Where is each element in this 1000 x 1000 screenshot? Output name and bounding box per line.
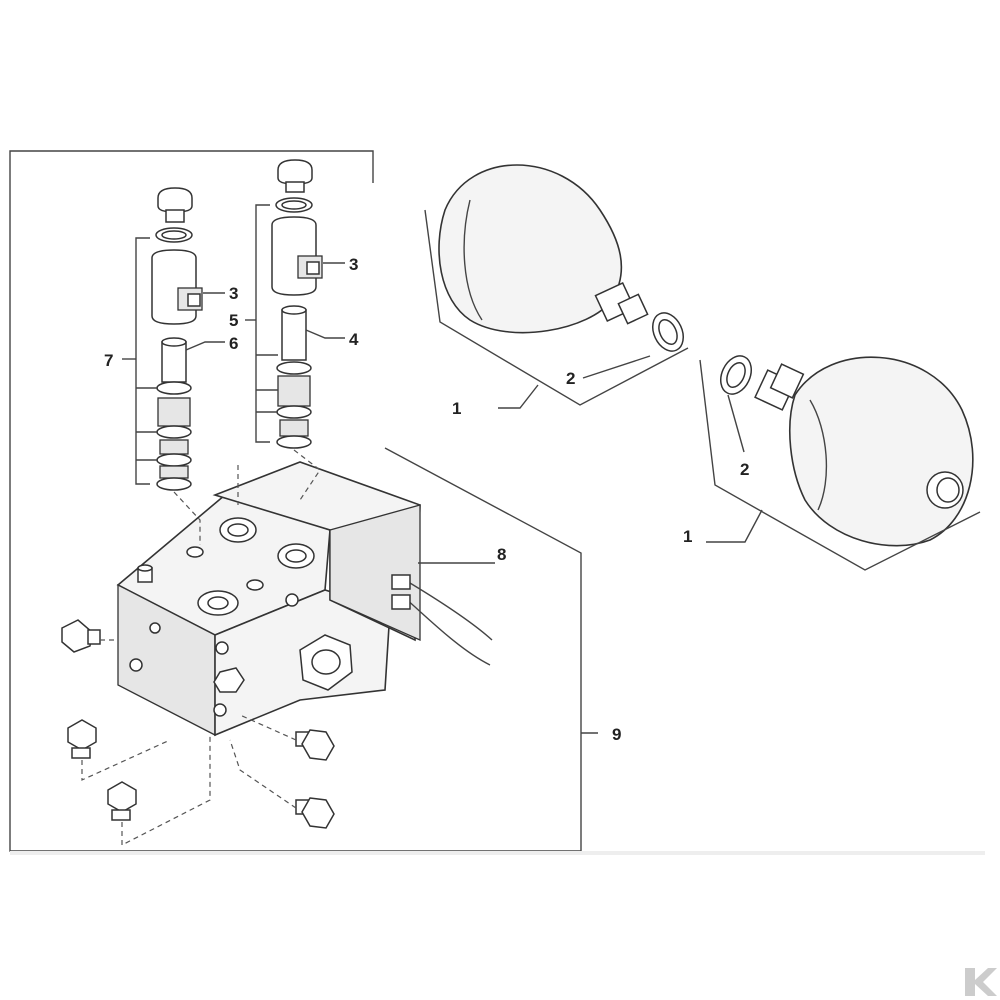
cartridge-stack-right (271, 159, 323, 449)
accumulator-lower (720, 355, 974, 547)
bracket-7 (135, 237, 158, 485)
leader-lower-accumulator (699, 359, 981, 571)
callout-3-left: 3 (229, 284, 238, 303)
callout-1-upper: 1 (452, 399, 461, 418)
sensor-cables (391, 574, 493, 666)
leader-upper-accumulator (424, 209, 689, 409)
fittings (61, 619, 335, 829)
callout-1-lower: 1 (683, 527, 692, 546)
callout-5: 5 (229, 311, 238, 330)
leader-9 (384, 447, 598, 851)
callout-2-upper: 2 (566, 369, 575, 388)
callout-8: 8 (497, 545, 506, 564)
callout-3-right: 3 (349, 255, 358, 274)
brand-logo-icon (965, 968, 997, 996)
cartridge-stack-left (151, 187, 203, 491)
bracket-5 (255, 204, 278, 443)
assembly-guides (81, 449, 321, 846)
callout-6: 6 (229, 334, 238, 353)
callout-2-lower: 2 (740, 460, 749, 479)
accumulator-upper (438, 164, 684, 352)
callout-7: 7 (104, 351, 113, 370)
valve-block (116, 461, 421, 737)
callout-9: 9 (612, 725, 621, 744)
leader-lines (122, 262, 495, 564)
footer-bar (10, 851, 985, 855)
callout-4: 4 (349, 330, 359, 349)
